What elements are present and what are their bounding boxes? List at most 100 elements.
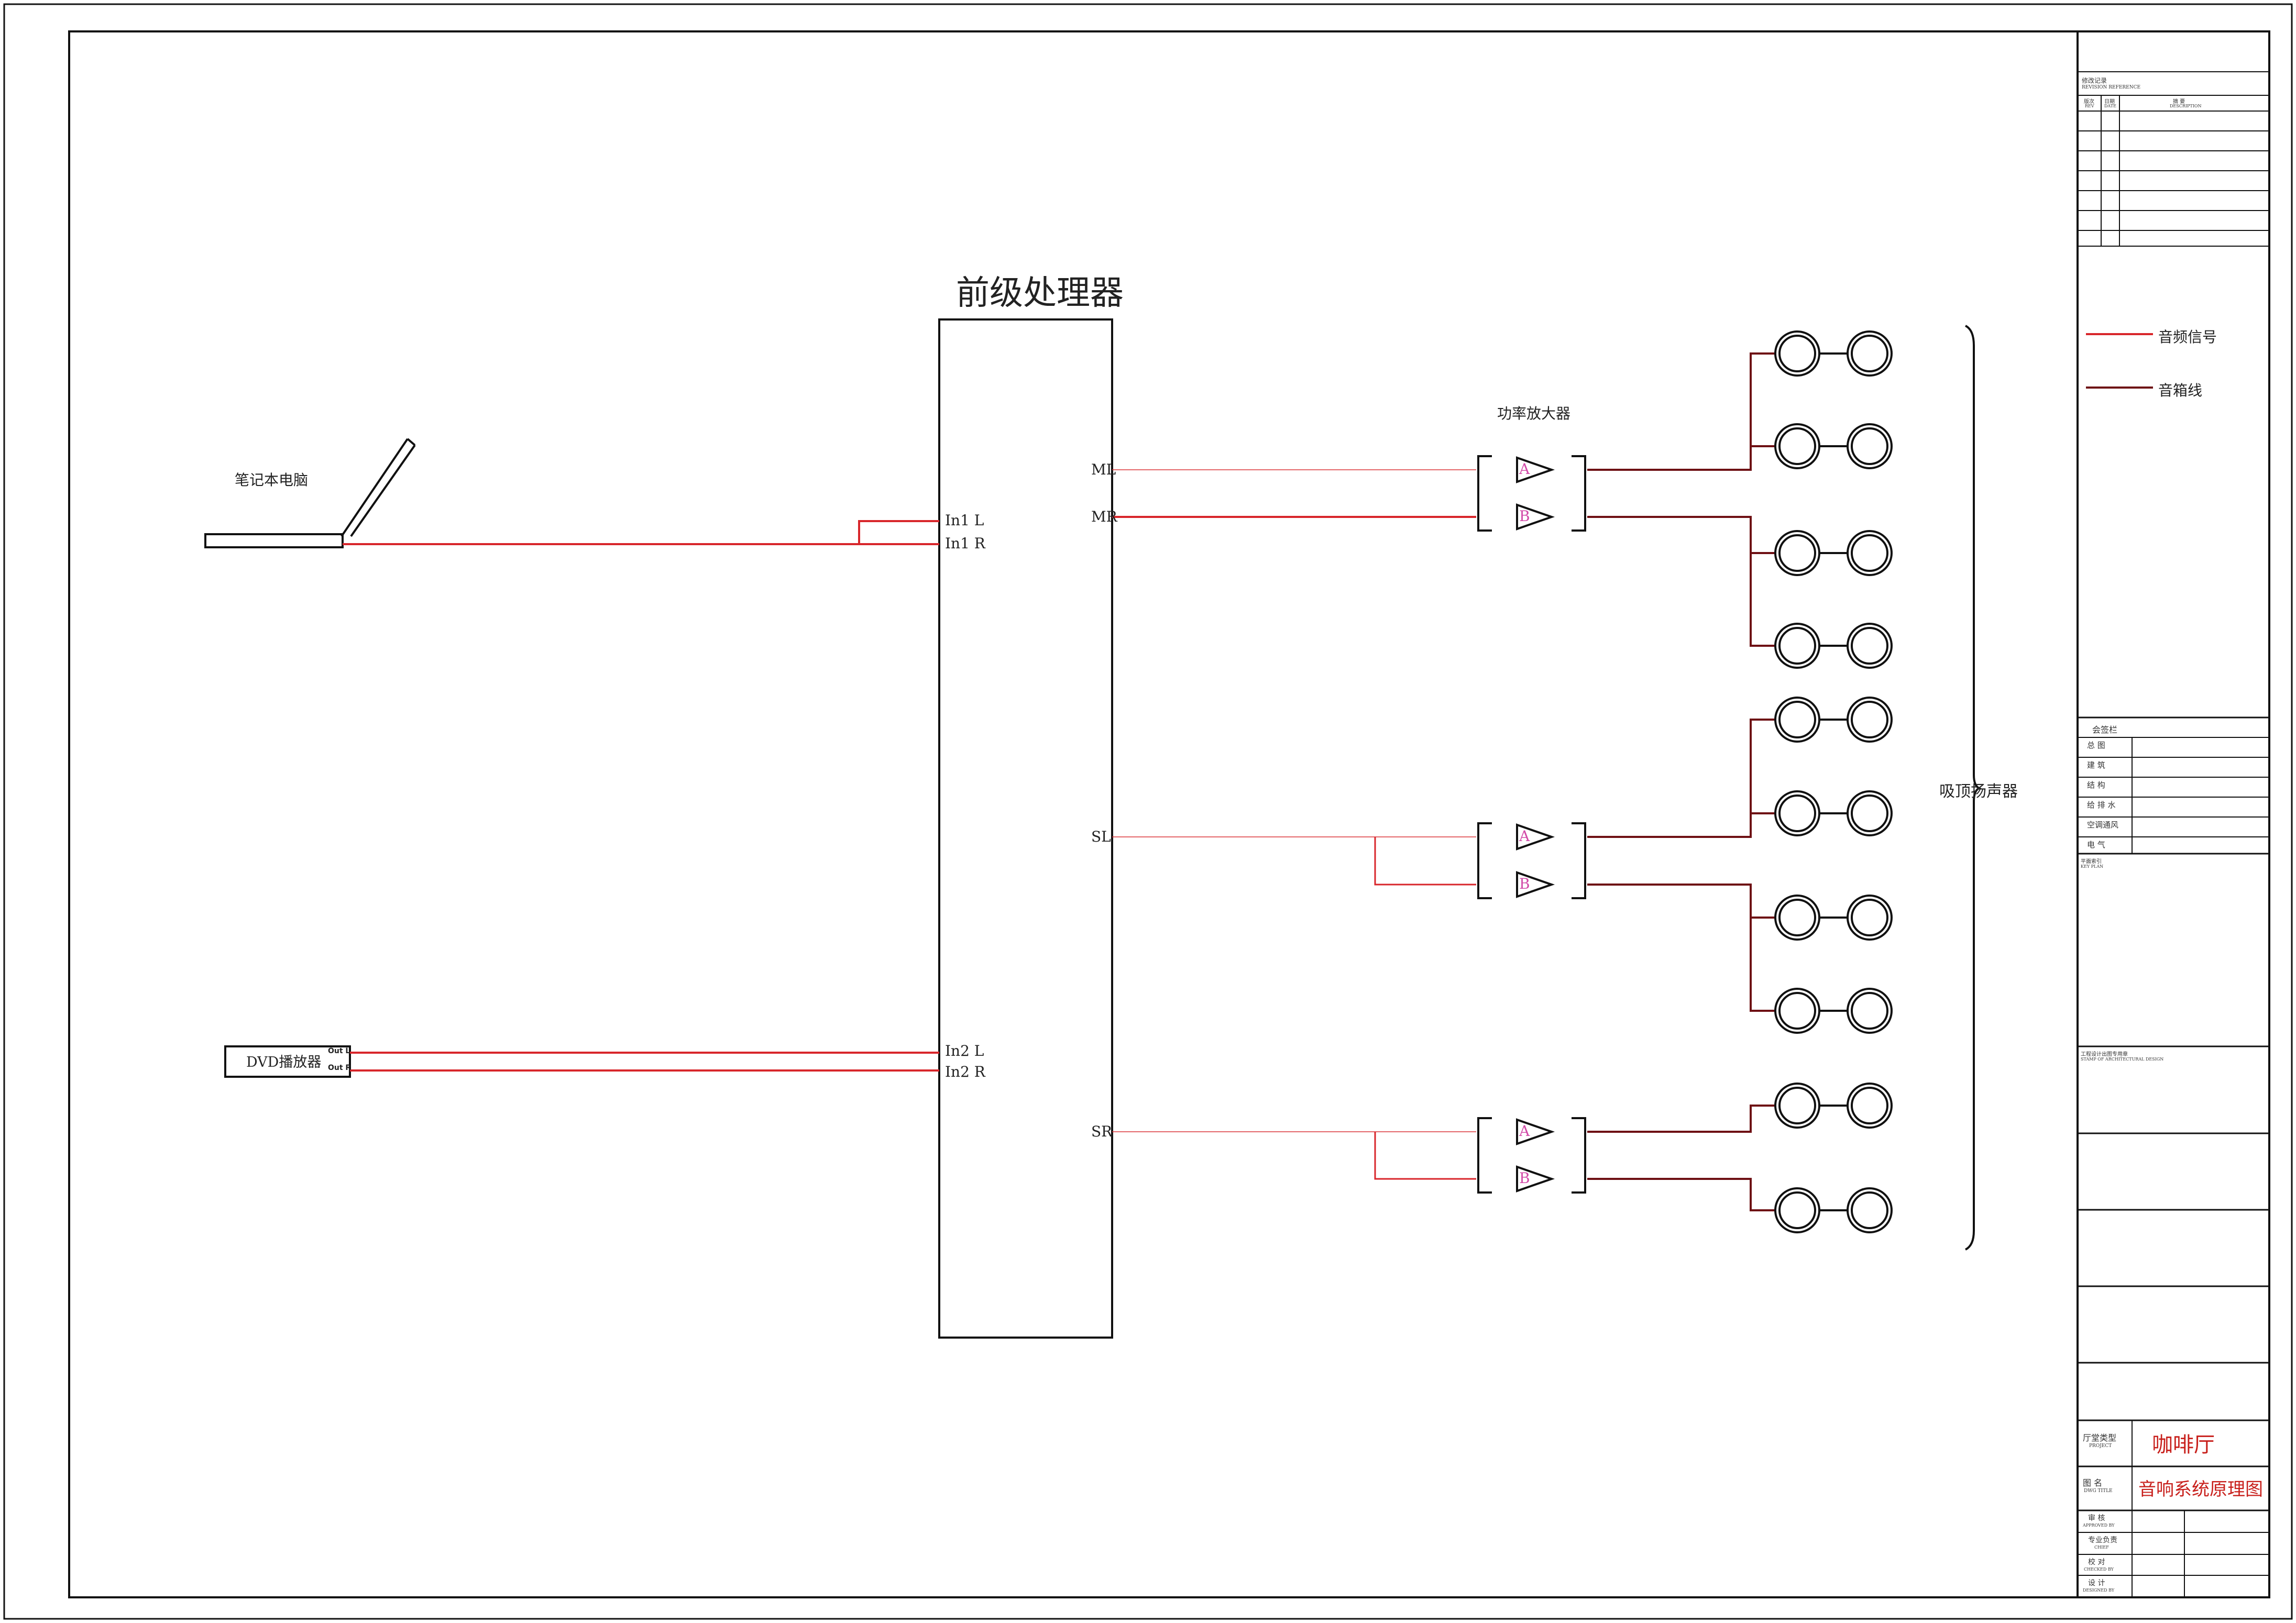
speaker-brace — [1964, 325, 1982, 1251]
key-plan-label-en: KEY PLAN — [2081, 864, 2104, 869]
countersign-label: 会签栏 — [2092, 725, 2118, 735]
drawing-frame — [68, 30, 2270, 1598]
dvd-player-box — [224, 1045, 351, 1078]
in1-r-label: In1 R — [945, 535, 985, 552]
title-block-frame — [2077, 31, 2269, 1597]
ceiling-speaker-icon — [1774, 790, 1820, 836]
stamp-label-en: STAMP OF ARCHITECTURAL DESIGN — [2081, 1057, 2164, 1062]
ceiling-speaker-icon — [1847, 423, 1893, 469]
output-mr-label: MR — [1091, 508, 1117, 525]
rev-col-label: 版次 — [2084, 99, 2094, 105]
countersign-row-label: 总 图 — [2087, 741, 2105, 750]
power-amplifier-group — [1477, 455, 1586, 1194]
revision-label-en: REVISION REFERENCE — [2082, 85, 2141, 90]
ceiling-speaker-icon — [1774, 1187, 1820, 1233]
key-plan-label: 平面索引 — [2081, 859, 2102, 865]
ceiling-speakers-label: 吸顶扬声器 — [1939, 782, 2018, 801]
processor-box — [938, 318, 1113, 1339]
ceiling-speaker-icon — [1774, 895, 1820, 941]
project-label-en: PROJECT — [2089, 1443, 2112, 1449]
dvd-label: DVD播放器 — [246, 1054, 322, 1070]
checked-label-en: CHECKED BY — [2084, 1567, 2114, 1572]
legend-audio-label: 音频信号 — [2158, 328, 2217, 346]
amp-channel-b: B — [1519, 1169, 1530, 1187]
ceiling-speaker-icon — [1847, 330, 1893, 377]
drawing-title-value: 音响系统原理图 — [2138, 1479, 2263, 1500]
countersign-row-label: 空调通风 — [2087, 820, 2119, 830]
amp-bracket-left — [1477, 822, 1492, 899]
drawing-title-label: 图 名 — [2083, 1478, 2103, 1488]
ceiling-speaker-icon — [1774, 1083, 1820, 1129]
output-signal-lines — [1112, 469, 1476, 1180]
amp-triangle — [1516, 456, 1555, 483]
countersign-row-label: 建 筑 — [2087, 760, 2105, 770]
ceiling-speaker-icon — [1774, 697, 1820, 743]
designed-label-en: DESIGNED BY — [2083, 1588, 2115, 1593]
chief-label: 专业负责 — [2088, 1536, 2117, 1544]
drawing-title-label-en: DWG TITLE — [2084, 1488, 2113, 1494]
countersign-row-label: 给 排 水 — [2087, 800, 2116, 810]
amp-channel-a: A — [1519, 827, 1530, 845]
in1-l-label: In1 L — [945, 512, 984, 529]
approved-label-en: APPROVED BY — [2083, 1523, 2115, 1528]
amp-triangle — [1516, 1165, 1555, 1193]
countersign-row-label: 电 气 — [2087, 840, 2105, 849]
amp-channel-a: A — [1519, 1122, 1530, 1140]
ceiling-speaker-icon — [1847, 1187, 1893, 1233]
legend-speaker-label: 音箱线 — [2158, 382, 2203, 399]
ceiling-speaker-icon — [1847, 1083, 1893, 1129]
amp-triangle — [1516, 823, 1555, 851]
desc-col-label-en: DESCRIPTION — [2170, 104, 2202, 108]
ceiling-speaker-icon — [1847, 697, 1893, 743]
laptop-label: 笔记本电脑 — [235, 471, 309, 489]
amp-bracket-left — [1477, 1117, 1492, 1194]
output-sl-label: SL — [1091, 828, 1111, 845]
amp-triangle — [1516, 503, 1555, 531]
approved-label: 审 核 — [2088, 1514, 2105, 1522]
amp-triangle — [1516, 1118, 1555, 1145]
amp-channel-a: A — [1519, 460, 1530, 478]
ceiling-speaker-icon — [1774, 423, 1820, 469]
ceiling-speaker-icon — [1774, 530, 1820, 576]
rev-col-label-en: REV — [2085, 104, 2094, 108]
stamp-label: 工程设计出图专用章 — [2081, 1052, 2128, 1057]
ceiling-speakers — [1774, 330, 1893, 1233]
checked-label: 校 对 — [2088, 1558, 2105, 1566]
input-signal-lines — [343, 520, 939, 1072]
date-col-label-en: DATE — [2104, 104, 2116, 108]
ceiling-speaker-icon — [1847, 895, 1893, 941]
in2-l-label: In2 L — [945, 1042, 984, 1059]
designed-label: 设 计 — [2088, 1579, 2105, 1587]
dvd-out-r-label: Out R — [328, 1064, 351, 1072]
revision-label: 修改记录 — [2082, 77, 2107, 84]
dvd-out-l-label: Out L — [328, 1047, 350, 1055]
amp-bracket-right — [1572, 455, 1586, 532]
ceiling-speaker-icon — [1774, 988, 1820, 1034]
project-label: 厅堂类型 — [2083, 1433, 2117, 1443]
desc-col-label: 摘 要 — [2173, 99, 2185, 105]
amp-bracket-right — [1572, 1117, 1586, 1194]
in2-r-label: In2 R — [945, 1063, 985, 1080]
amp-bracket-left — [1477, 455, 1492, 532]
ceiling-speaker-icon — [1847, 988, 1893, 1034]
outer-border — [3, 3, 2293, 1620]
output-ml-label: ML — [1091, 461, 1116, 478]
amp-bracket-right — [1572, 822, 1586, 899]
amp-channel-b: B — [1519, 875, 1530, 892]
project-value: 咖啡厅 — [2152, 1433, 2215, 1457]
ceiling-speaker-icon — [1774, 330, 1820, 377]
chief-label-en: CHIEF — [2094, 1545, 2109, 1550]
ceiling-speaker-icon — [1847, 790, 1893, 836]
ceiling-speaker-icon — [1774, 623, 1820, 669]
power-amp-label: 功率放大器 — [1497, 405, 1571, 422]
processor-title: 前级处理器 — [956, 274, 1124, 313]
speaker-cable-lines — [1587, 352, 1775, 1211]
ceiling-speaker-icon — [1847, 623, 1893, 669]
laptop-icon — [204, 438, 416, 548]
countersign-row-label: 结 构 — [2087, 780, 2105, 790]
date-col-label: 日期 — [2104, 99, 2115, 105]
amp-triangle — [1516, 871, 1555, 898]
output-sr-label: SR — [1091, 1123, 1113, 1140]
